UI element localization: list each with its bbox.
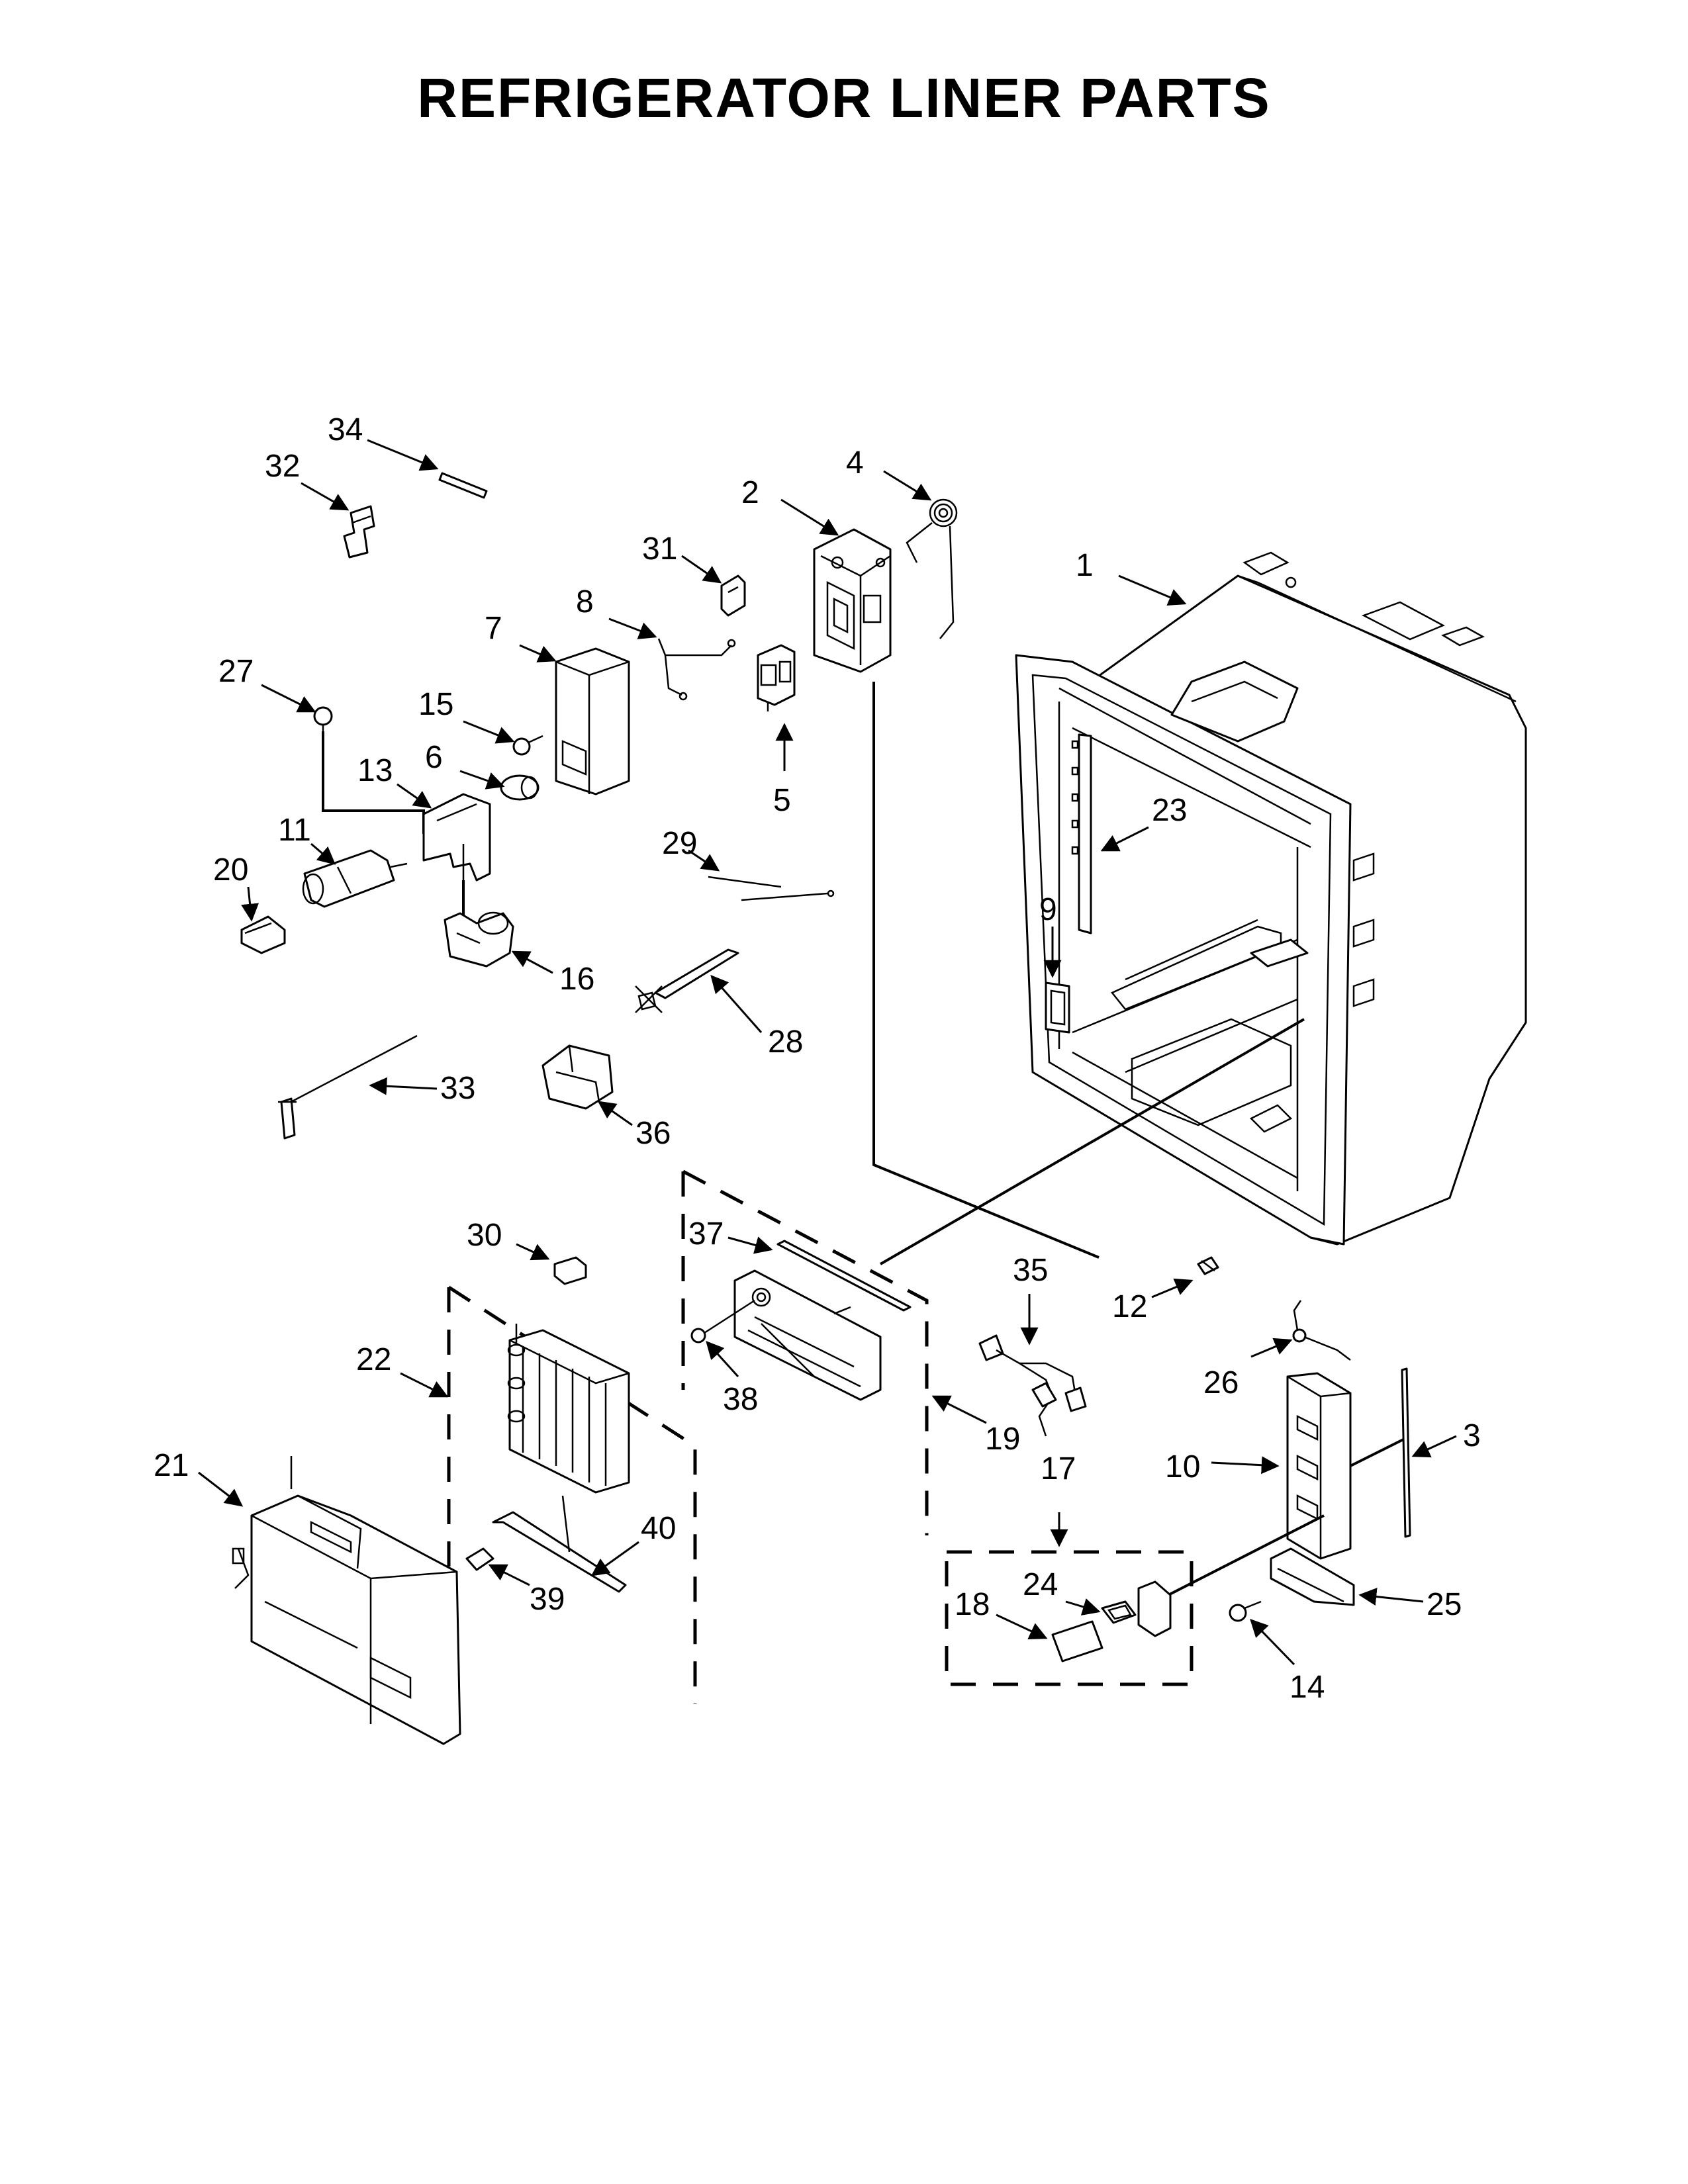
callout-10: 10	[1165, 1449, 1200, 1484]
part-7-cover	[555, 647, 630, 796]
callout-39: 39	[530, 1582, 565, 1617]
callout-37: 37	[688, 1216, 724, 1251]
callout-19: 19	[985, 1422, 1020, 1457]
callout-6: 6	[425, 740, 443, 775]
part-21-rear-panel	[232, 1456, 461, 1745]
callout-29: 29	[662, 826, 697, 861]
guide-line-10-to-3	[1350, 1438, 1404, 1467]
callout-17: 17	[1041, 1451, 1076, 1486]
part-30-pad	[553, 1256, 587, 1285]
callout-24: 24	[1023, 1567, 1058, 1602]
part-2-ice-maker-module	[813, 528, 892, 673]
callout-9: 9	[1039, 892, 1057, 927]
part-1-refrigerator-liner	[1015, 551, 1527, 1246]
part-36-fan-motor	[541, 1044, 614, 1110]
callout-18: 18	[955, 1587, 990, 1622]
part-27-screw	[313, 706, 333, 731]
part-4-sensor-wire-coil	[906, 498, 958, 639]
page-title: REFRIGERATOR LINER PARTS	[417, 67, 1271, 129]
guide-line-10-to-17	[1168, 1514, 1325, 1596]
callout-33: 33	[440, 1071, 475, 1106]
part-19-drain-trough	[733, 1269, 882, 1401]
callout-21: 21	[154, 1448, 189, 1483]
callout-14: 14	[1289, 1670, 1325, 1705]
part-17-bracket	[1137, 1580, 1172, 1637]
part-24-gasket	[1101, 1600, 1137, 1624]
part-11-water-filter	[302, 849, 408, 908]
callout-36: 36	[635, 1116, 671, 1151]
part-33-sensor	[278, 1034, 418, 1140]
callout-32: 32	[265, 449, 300, 484]
callout-22: 22	[356, 1342, 391, 1377]
part-29-wire	[708, 876, 835, 901]
callout-8: 8	[576, 584, 594, 619]
callout-3: 3	[1463, 1418, 1481, 1453]
part-16-bracket	[444, 911, 514, 968]
part-31-switch	[720, 574, 746, 617]
callout-1: 1	[1076, 548, 1094, 583]
part-18-cover	[1051, 1620, 1103, 1662]
callout-38: 38	[723, 1382, 758, 1417]
group-19-dashed-boundary	[681, 1169, 929, 1535]
callout-13: 13	[357, 753, 393, 788]
callout-26: 26	[1203, 1365, 1239, 1400]
part-20-filter-cap	[240, 915, 286, 954]
callout-5: 5	[773, 783, 791, 818]
callout-27: 27	[218, 654, 254, 689]
callout-15: 15	[418, 687, 453, 722]
callout-31: 31	[642, 531, 677, 567]
part-25-bracket	[1270, 1547, 1355, 1606]
callout-16: 16	[559, 962, 594, 997]
callout-40: 40	[641, 1511, 676, 1546]
part-3-light-strip	[1401, 1367, 1411, 1538]
part-6-fitting	[500, 774, 539, 801]
part-37-gasket-strip	[776, 1240, 912, 1312]
callout-11: 11	[278, 813, 311, 848]
part-14-screw	[1229, 1600, 1262, 1622]
callout-labels: 1 2 3 4 5 6 7 8 9 10 11 12 13 14 15 16 1…	[154, 412, 1481, 1705]
group-17-dashed-boundary	[945, 1550, 1194, 1686]
callout-4: 4	[846, 445, 864, 480]
callout-2: 2	[741, 475, 759, 510]
callout-7: 7	[485, 611, 502, 646]
part-12-clip	[1197, 1256, 1219, 1275]
callout-34: 34	[328, 412, 363, 447]
part-34-tube	[438, 472, 488, 499]
part-26-thermistor	[1292, 1300, 1351, 1361]
part-15-screw	[512, 735, 543, 756]
part-39-clip	[465, 1547, 494, 1571]
guide-line-cabinet-to-2	[872, 682, 1100, 1259]
callout-25: 25	[1427, 1587, 1462, 1622]
part-28-heater	[635, 948, 739, 1013]
callout-30: 30	[467, 1218, 502, 1253]
callout-12: 12	[1112, 1289, 1147, 1324]
part-32-connector	[343, 505, 375, 559]
callout-20: 20	[213, 852, 248, 887]
part-38-screw	[690, 1299, 755, 1343]
part-5-water-valve	[757, 644, 796, 711]
leader-lines	[198, 439, 1457, 1666]
callout-35: 35	[1013, 1253, 1048, 1288]
callout-28: 28	[768, 1024, 803, 1060]
part-13-filter-head	[422, 793, 491, 882]
part-evaporator-coil	[507, 1324, 630, 1494]
callout-23: 23	[1152, 793, 1187, 828]
part-8-wire-harness	[657, 638, 736, 701]
guide-line-cabinet-to-19	[879, 1018, 1305, 1265]
part-35-wire-harness	[978, 1334, 1087, 1437]
